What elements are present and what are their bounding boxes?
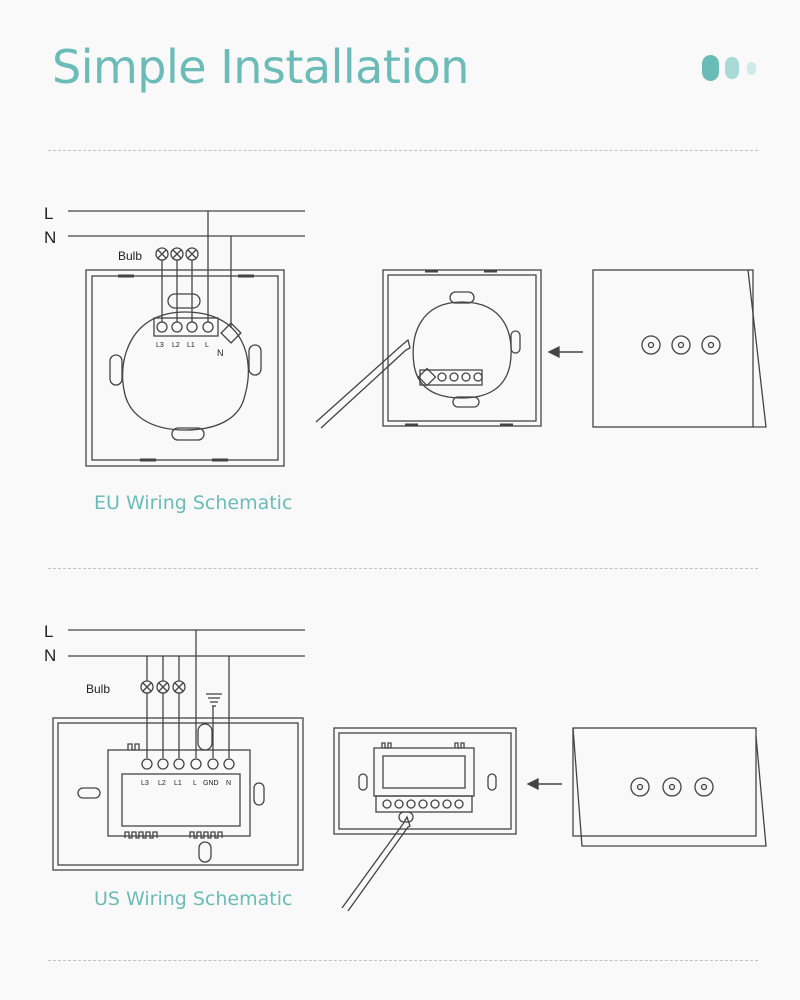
us-wiring-diagram: L N Bulb L3 L2 L1 L GND N [44, 622, 767, 912]
eu-line-n-label: N [44, 228, 56, 247]
divider-middle [48, 568, 758, 569]
us-back-plate [52, 717, 304, 871]
bulb-icon [185, 247, 199, 261]
bulb-icon [170, 247, 184, 261]
page-title: Simple Installation [52, 40, 469, 94]
eu-bulb-label: Bulb [118, 249, 142, 263]
us-bulb-label: Bulb [86, 682, 110, 696]
arrow-left-icon [526, 777, 562, 791]
bulb-icon [156, 680, 170, 694]
us-mounting-plate [333, 727, 517, 835]
us-line-n-label: N [44, 646, 56, 665]
touch-button-icon [641, 335, 661, 355]
us-line-l-label: L [44, 622, 53, 641]
us-terminal-l: L [193, 780, 197, 787]
eu-caption: EU Wiring Schematic [94, 492, 293, 514]
us-terminal-l3: L3 [141, 780, 149, 787]
us-caption: US Wiring Schematic [94, 888, 293, 910]
us-terminal-l1: L1 [174, 780, 182, 787]
divider-bottom [48, 960, 758, 961]
screwdriver-icon [315, 338, 411, 429]
screwdriver-icon [341, 815, 411, 912]
arrow-left-icon [547, 345, 583, 359]
touch-button-icon [630, 777, 650, 797]
eu-terminal-n: N [217, 348, 224, 358]
page-indicator-icon [702, 55, 756, 81]
eu-mounting-plate [382, 269, 542, 427]
eu-front-panel [592, 269, 754, 428]
eu-terminal-l: L [205, 342, 209, 349]
divider-top [48, 150, 758, 151]
ground-icon [206, 693, 222, 758]
eu-line-l-label: L [44, 204, 53, 223]
touch-button-icon [662, 777, 682, 797]
eu-terminal-l1: L1 [187, 342, 195, 349]
eu-terminal-l3: L3 [156, 342, 164, 349]
bulb-icon [140, 680, 154, 694]
eu-terminal-l2: L2 [172, 342, 180, 349]
eu-wiring-diagram: L N Bulb L3 L2 L1 L N [44, 204, 767, 467]
us-terminal-n: N [226, 780, 231, 787]
bulb-icon [155, 247, 169, 261]
us-front-panel [572, 727, 757, 837]
us-terminal-l2: L2 [158, 780, 166, 787]
bulb-icon [172, 680, 186, 694]
eu-back-plate [85, 269, 285, 467]
us-terminal-gnd: GND [203, 780, 219, 787]
touch-button-icon [701, 335, 721, 355]
touch-button-icon [671, 335, 691, 355]
touch-button-icon [694, 777, 714, 797]
